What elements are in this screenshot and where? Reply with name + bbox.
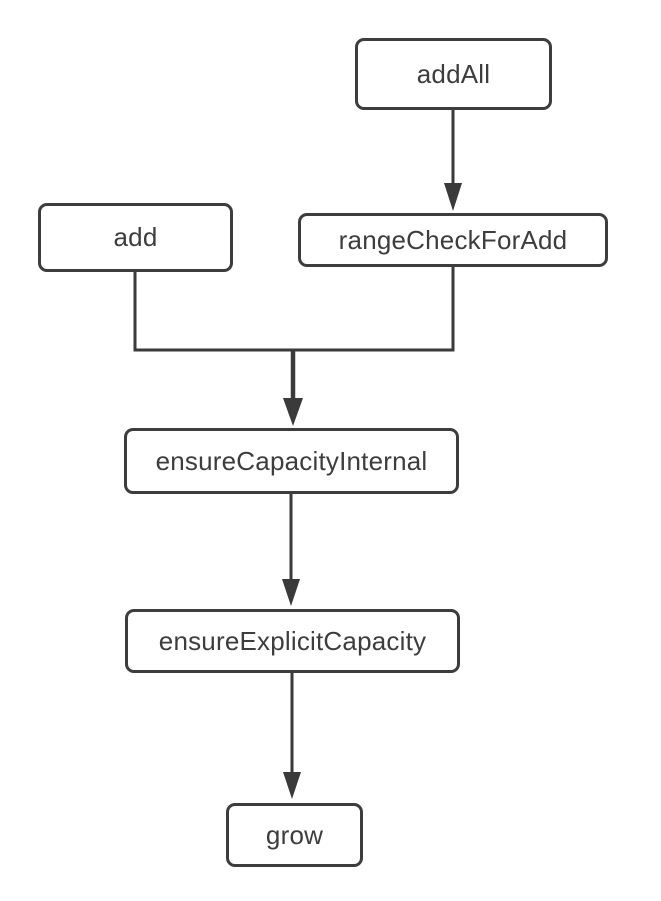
node-label: grow bbox=[265, 819, 324, 850]
node-label: rangeCheckForAdd bbox=[338, 224, 568, 255]
node-label: add bbox=[113, 222, 158, 252]
arrowhead-icon bbox=[444, 183, 462, 211]
arrowhead-icon bbox=[283, 772, 301, 799]
node-rangeCheckForAdd: rangeCheckForAdd bbox=[298, 213, 608, 267]
arrowhead-icon bbox=[283, 398, 303, 426]
node-add: add bbox=[38, 203, 233, 272]
edge-addAll-rangeCheckForAdd bbox=[444, 110, 462, 211]
edge-ensureCapacityInternal-ensureExplicitCapacity bbox=[282, 494, 300, 606]
node-label: ensureExplicitCapacity bbox=[158, 625, 427, 656]
node-ensureExplicitCapacity: ensureExplicitCapacity bbox=[125, 609, 460, 673]
edge-ensureExplicitCapacity-grow bbox=[283, 673, 301, 799]
node-label: ensureCapacityInternal bbox=[155, 445, 428, 476]
node-addAll: addAll bbox=[355, 38, 552, 110]
edge-junction-ensureCapacityInternal bbox=[283, 349, 303, 426]
arrowhead-icon bbox=[282, 579, 300, 606]
node-label: addAll bbox=[416, 58, 491, 89]
edge-merge-junction bbox=[133, 267, 455, 352]
node-grow: grow bbox=[226, 803, 363, 867]
node-ensureCapacityInternal: ensureCapacityInternal bbox=[124, 428, 459, 494]
